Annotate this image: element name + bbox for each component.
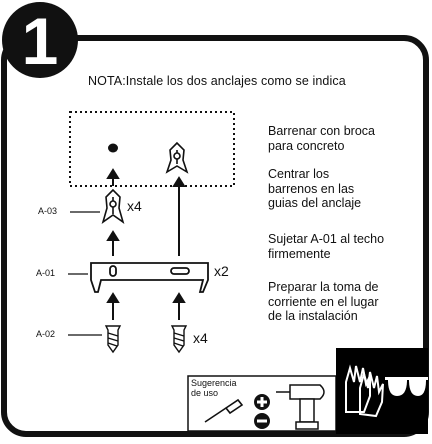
- note-text: NOTA:Instale los dos anclajes como se in…: [88, 74, 346, 88]
- step-number: 1: [22, 4, 59, 78]
- gloves-icon: [345, 364, 384, 418]
- instruction-2: Centrar los barrenos en las guias del an…: [268, 167, 362, 210]
- screwdriver-icon: [204, 398, 244, 423]
- bracket-a01-icon: [90, 262, 209, 293]
- part-qty-a01: x2: [214, 263, 229, 279]
- plus-icon: [254, 394, 270, 410]
- installed-anchor-icon: [165, 141, 189, 174]
- part-qty-a02: x4: [193, 330, 208, 346]
- drill-hole: [108, 143, 118, 153]
- step-number-badge: [2, 2, 78, 78]
- step-frame: [1, 35, 429, 437]
- minus-icon: [254, 413, 270, 429]
- safety-glasses-icon: [385, 377, 428, 396]
- part-qty-a03: x4: [127, 198, 142, 214]
- instruction-4: Preparar la toma de corriente en el luga…: [268, 280, 379, 323]
- part-label-a02: A-02: [36, 329, 56, 339]
- drill-icon: [276, 384, 325, 430]
- anchor-a03-icon: [101, 188, 125, 224]
- ceiling-outline: [69, 111, 235, 187]
- direction-arrows: [106, 168, 186, 320]
- part-label-a03: A-03: [38, 206, 58, 216]
- instruction-1: Barrenar con broca para concreto: [268, 124, 376, 153]
- screw-a02-icon: [104, 325, 122, 354]
- screw-icon: [170, 325, 188, 354]
- part-leader-lines: [68, 211, 102, 336]
- suggestion-label: Sugerencia de uso: [191, 378, 237, 398]
- part-label-a01: A-01: [36, 268, 56, 278]
- instruction-3: Sujetar A-01 al techo firmemente: [268, 232, 385, 261]
